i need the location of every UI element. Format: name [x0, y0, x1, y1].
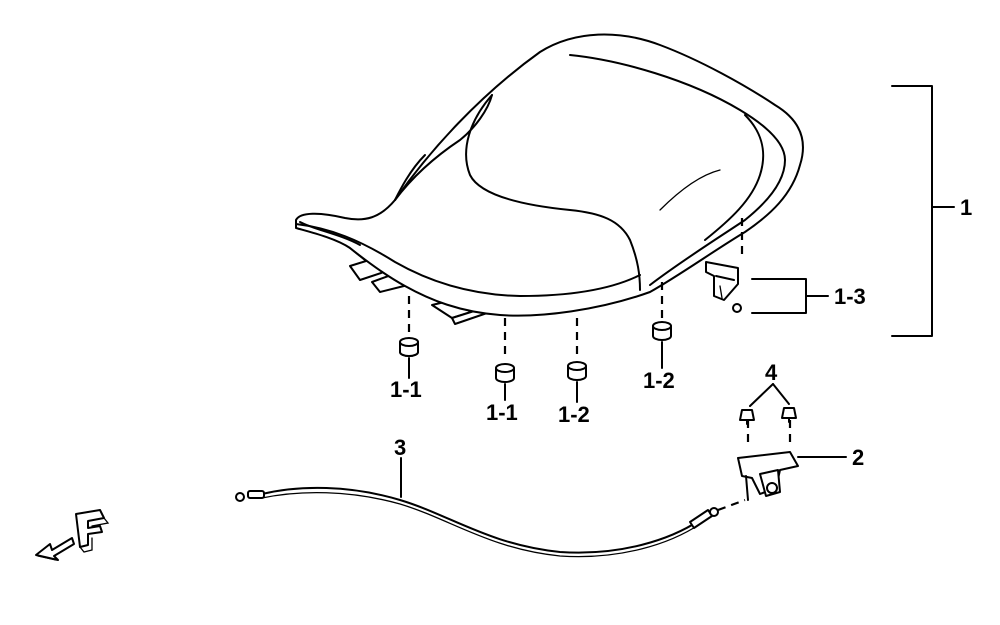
callout-labels: 1 1-3 1-1 1-1 1-2 1-2 2 3 4 — [390, 195, 972, 470]
bolt-left — [739, 409, 755, 425]
mount-guides — [407, 218, 792, 446]
callout-1-1-left: 1-1 — [390, 377, 422, 402]
callout-1-3: 1-3 — [834, 284, 866, 309]
direction-letter: F — [0, 0, 1, 1]
callout-1: 1 — [960, 195, 972, 220]
callout-4: 4 — [765, 360, 778, 385]
seat-cable — [235, 486, 746, 558]
callout-1-1-right: 1-1 — [486, 400, 518, 425]
rubber-cushion-1-1-right — [495, 363, 515, 383]
callout-2: 2 — [852, 445, 864, 470]
rubber-cushion-1-1-left — [399, 337, 419, 357]
seat-lock — [737, 451, 799, 501]
leader-lines — [400, 85, 955, 498]
bolt-right — [781, 407, 797, 423]
callout-1-2-left: 1-2 — [558, 402, 590, 427]
callout-3: 3 — [394, 435, 406, 460]
rubber-cushion-1-2-left — [567, 361, 587, 381]
rubber-cushion-1-2-right — [652, 321, 672, 341]
seat — [295, 33, 804, 325]
seat-body — [295, 33, 804, 317]
callout-1-2-right: 1-2 — [643, 368, 675, 393]
front-direction-arrow-icon: F — [0, 0, 110, 561]
seat-hook — [705, 261, 742, 313]
